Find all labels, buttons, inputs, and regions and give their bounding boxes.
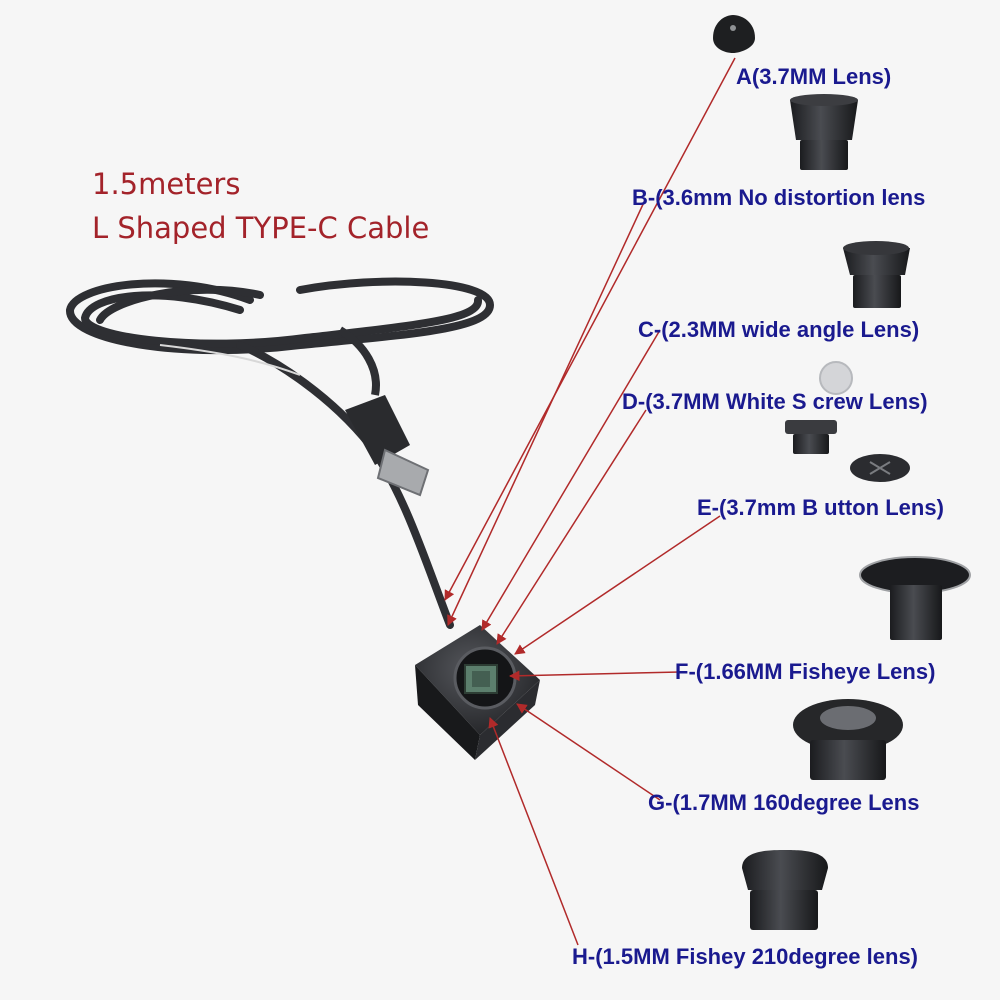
arrow-f	[508, 670, 681, 682]
lens-f-photo	[859, 556, 971, 640]
lens-e-label: E-(3.7mm B utton Lens)	[697, 495, 944, 520]
lens-a-label: A(3.7MM Lens)	[736, 64, 892, 89]
lens-g-label: G-(1.7MM 160degree Lens	[648, 790, 920, 815]
arrow-h	[488, 717, 579, 946]
lens-g-photo	[793, 699, 903, 780]
lens-d-label: D-(3.7MM White S crew Lens)	[622, 389, 928, 414]
lens-c-label: C-(2.3MM wide angle Lens)	[638, 317, 920, 342]
cable-type-label: L Shaped TYPE-C Cable	[92, 211, 430, 245]
cable-coil	[66, 277, 495, 629]
lens-f-label: F-(1.66MM Fisheye Lens)	[675, 659, 936, 684]
lens-h-label: H-(1.5MM Fishey 210degree lens)	[572, 944, 919, 969]
lens-b-photo	[790, 94, 858, 170]
type-c-plug	[345, 395, 430, 497]
lens-a-photo	[713, 15, 755, 53]
lens-d-photo	[785, 361, 853, 454]
arrow-a	[444, 57, 736, 601]
camera-module	[415, 625, 540, 760]
arrow-c	[481, 329, 661, 631]
cable-highlight	[159, 344, 301, 376]
arrow-d	[496, 409, 647, 645]
lens-e-photo	[850, 454, 910, 482]
lens-b-label: B-(3.6mm No distortion lens	[632, 185, 926, 210]
cable-branch	[337, 326, 380, 396]
lens-h-photo	[742, 850, 828, 930]
cable-length-label: 1.5meters	[92, 167, 241, 201]
arrow-g	[516, 703, 661, 801]
arrow-b	[447, 199, 646, 626]
pointer-arrows	[444, 57, 736, 946]
lens-c-photo	[843, 241, 910, 308]
arrow-e	[514, 515, 721, 655]
